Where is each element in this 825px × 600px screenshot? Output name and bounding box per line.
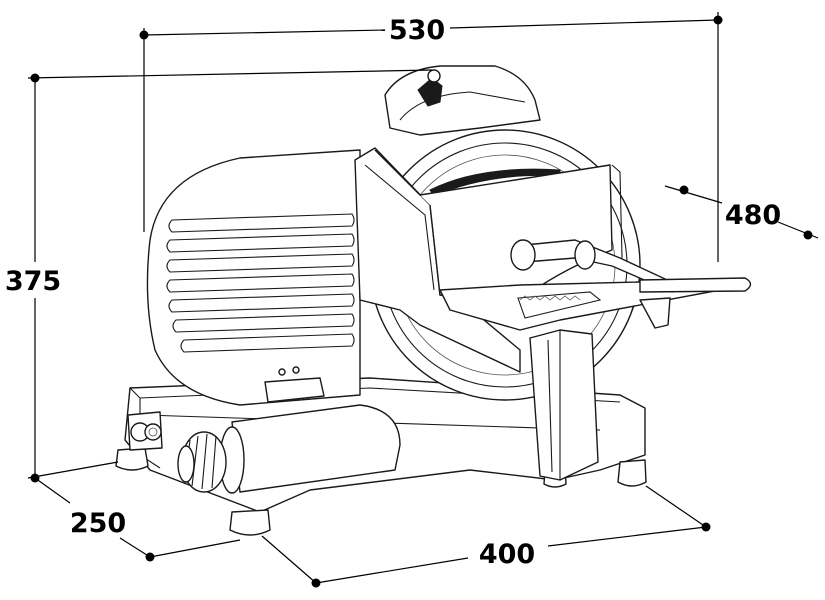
- base-width-dimension-label: 400: [479, 539, 535, 570]
- dimension-lines: 530 375 480 250: [5, 12, 819, 588]
- meat-slicer-illustration: [115, 65, 752, 536]
- switch-panel: [127, 411, 163, 451]
- dimension-base-depth: 250: [34, 477, 241, 562]
- control-knob: [177, 404, 401, 494]
- pusher-arm: [510, 239, 752, 329]
- dimension-width: 530: [139, 12, 723, 262]
- base-depth-dimension-label: 250: [70, 508, 126, 539]
- dimension-height: 375: [5, 69, 433, 483]
- dimension-depth-top: 480: [664, 185, 819, 240]
- depth-dimension-label: 480: [725, 200, 781, 231]
- height-dimension-label: 375: [5, 266, 61, 297]
- dimension-base-width: 400: [261, 485, 711, 588]
- support-column: [529, 329, 599, 481]
- width-dimension-label: 530: [389, 15, 445, 46]
- motor-housing: [146, 149, 361, 406]
